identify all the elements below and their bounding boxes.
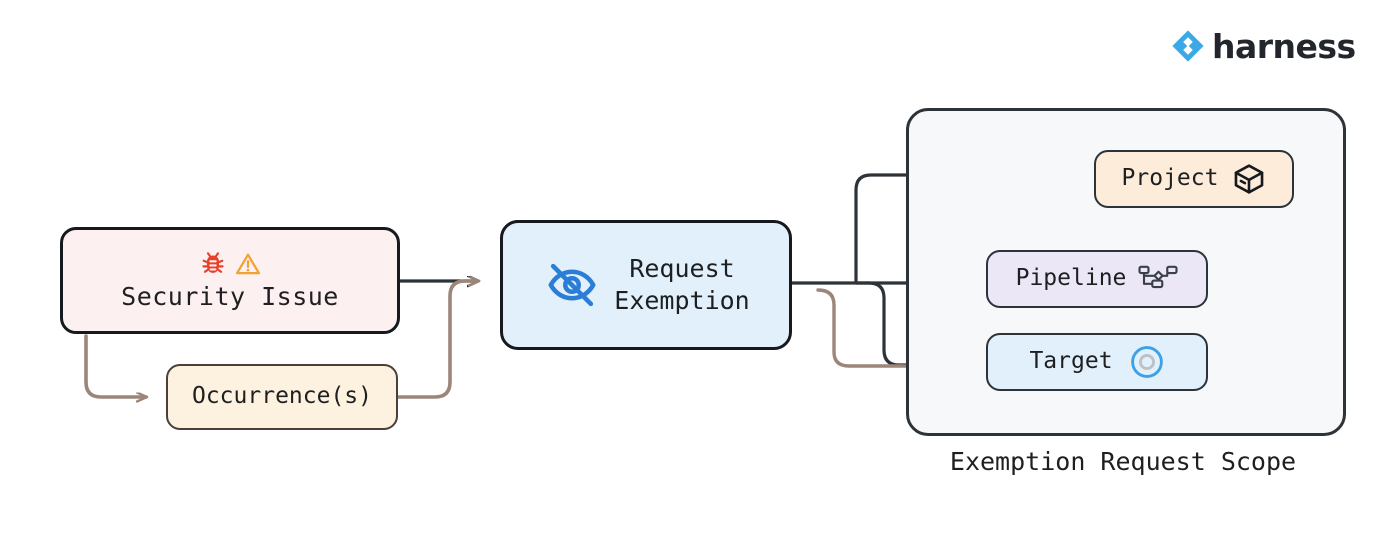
target-circle-icon	[1129, 344, 1165, 380]
node-request-exemption[interactable]: Request Exemption	[500, 220, 792, 350]
target-label: Target	[1029, 348, 1113, 375]
harness-logo: harness	[1170, 28, 1356, 64]
project-label: Project	[1121, 165, 1219, 192]
cube-icon	[1232, 162, 1266, 196]
pipeline-nodes-icon	[1138, 263, 1178, 295]
harness-diamond-icon	[1170, 28, 1206, 64]
node-project[interactable]: Project	[1094, 150, 1294, 208]
eye-off-icon	[546, 259, 598, 311]
request-exemption-label: Request Exemption	[614, 253, 750, 316]
harness-wordmark: harness	[1212, 26, 1356, 66]
node-pipeline[interactable]: Pipeline	[986, 250, 1208, 308]
warning-triangle-icon	[235, 251, 261, 277]
pipeline-label: Pipeline	[1015, 265, 1127, 292]
exemption-request-scope-label: Exemption Request Scope	[949, 447, 1297, 476]
node-security-issue[interactable]: Security Issue	[60, 227, 400, 334]
node-occurrences[interactable]: Occurrence(s)	[166, 364, 398, 430]
bug-icon	[200, 251, 226, 277]
node-target[interactable]: Target	[986, 333, 1208, 391]
security-issue-icons	[200, 249, 261, 279]
edge-security-to-occurrences	[84, 334, 146, 397]
occurrences-label: Occurrence(s)	[191, 383, 372, 410]
edge-occurrences-to-request	[396, 281, 478, 399]
security-issue-label: Security Issue	[121, 281, 339, 311]
